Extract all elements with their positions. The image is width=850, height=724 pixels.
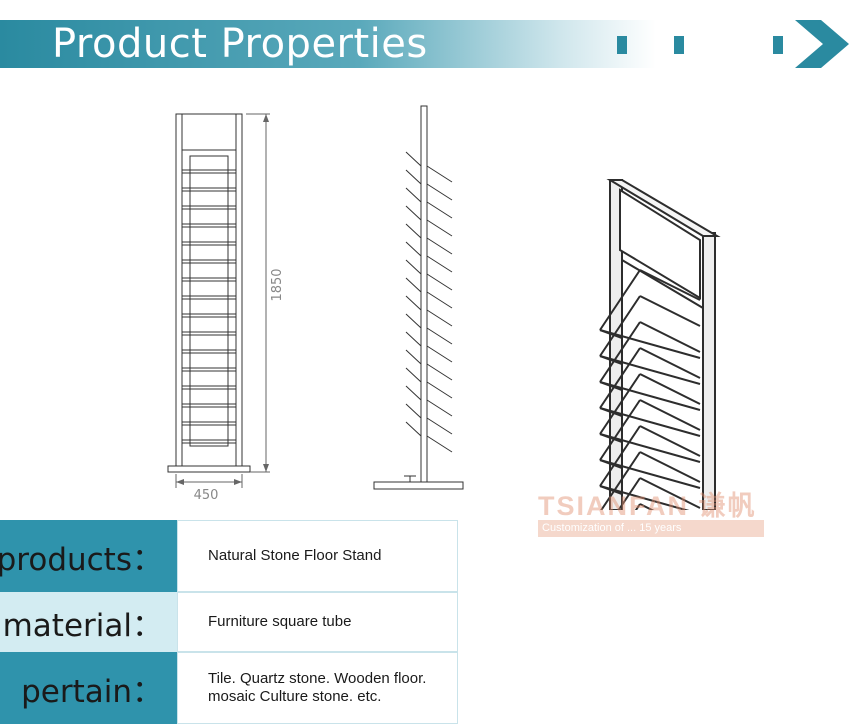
property-value: Furniture square tube: [177, 592, 458, 652]
chevron-right-icon: [795, 20, 849, 68]
width-dimension-label: 450: [194, 488, 219, 503]
page-title: Product Properties: [52, 21, 428, 67]
properties-table: products： Natural Stone Floor Stand mate…: [0, 520, 458, 724]
property-label: pertain：: [0, 652, 177, 724]
property-row-material: material： Furniture square tube: [0, 592, 458, 652]
banner-square-icon: [773, 36, 783, 54]
property-row-pertain: pertain： Tile. Quartz stone. Wooden floo…: [0, 652, 458, 724]
banner-square-icon: [617, 36, 627, 54]
property-label: products：: [0, 520, 177, 592]
front-view-drawing: [167, 113, 270, 488]
product-3d-illustration: [599, 179, 721, 510]
property-value: Natural Stone Floor Stand: [177, 520, 458, 592]
watermark-tagline: Customization of ... 15 years: [538, 520, 764, 537]
banner-background: [0, 20, 800, 68]
product-drawings: 1850 450: [167, 105, 721, 510]
height-dimension-label: 1850: [270, 268, 285, 301]
property-row-products: products： Natural Stone Floor Stand: [0, 520, 458, 592]
property-value: Tile. Quartz stone. Wooden floor. mosaic…: [177, 652, 458, 724]
watermark-brand-text: TSIANFAN 谦帆: [538, 491, 757, 521]
side-view-drawing: [373, 105, 464, 490]
property-label: material：: [0, 592, 177, 652]
banner-square-icon: [674, 36, 684, 54]
brand-watermark: TSIANFAN 谦帆 Customization of ... 15 year…: [538, 480, 768, 540]
header-banner: Product Properties: [0, 20, 850, 70]
